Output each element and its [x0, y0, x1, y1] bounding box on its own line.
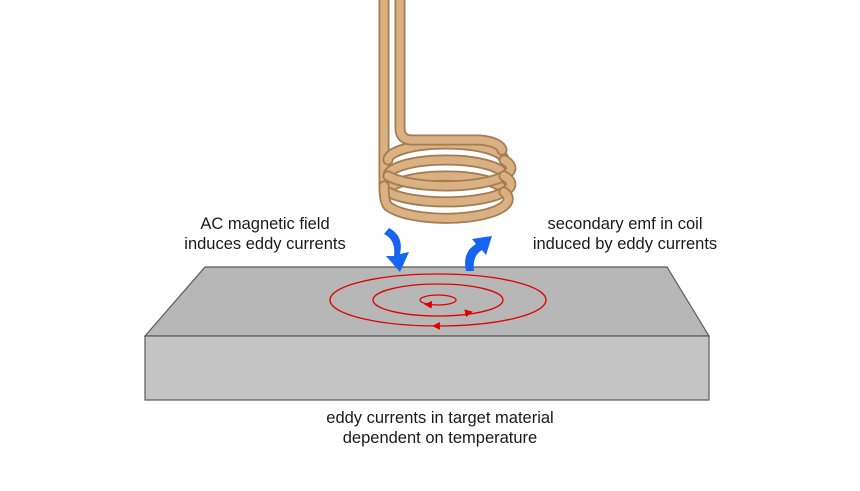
eddy-currents-label-line2: dependent on temperature: [342, 429, 538, 447]
magnetic-field-label-line1: AC magnetic field: [200, 215, 330, 233]
secondary-emf-label: secondary emf in coil induced by eddy cu…: [505, 214, 745, 254]
secondary-emf-label-line1: secondary emf in coil: [547, 215, 703, 233]
induction-coil: [378, 0, 517, 224]
secondary-emf-label-line2: induced by eddy currents: [532, 235, 718, 253]
curved-arrow-up-icon: [465, 236, 492, 271]
curved-arrow-down-icon: [384, 228, 409, 272]
magnetic-field-label: AC magnetic field induces eddy currents: [150, 214, 380, 254]
target-plate: [143, 266, 711, 401]
coil-front-turns: [378, 154, 517, 224]
eddy-current-loops: [329, 273, 547, 330]
eddy-loop-inner: [419, 294, 457, 306]
plate-front-face: [144, 335, 710, 401]
eddy-currents-label-line1: eddy currents in target material: [326, 409, 554, 427]
eddy-currents-label: eddy currents in target material depende…: [270, 408, 610, 448]
magnetic-field-label-line2: induces eddy currents: [184, 235, 346, 253]
eddy-loop-middle: [372, 283, 504, 317]
